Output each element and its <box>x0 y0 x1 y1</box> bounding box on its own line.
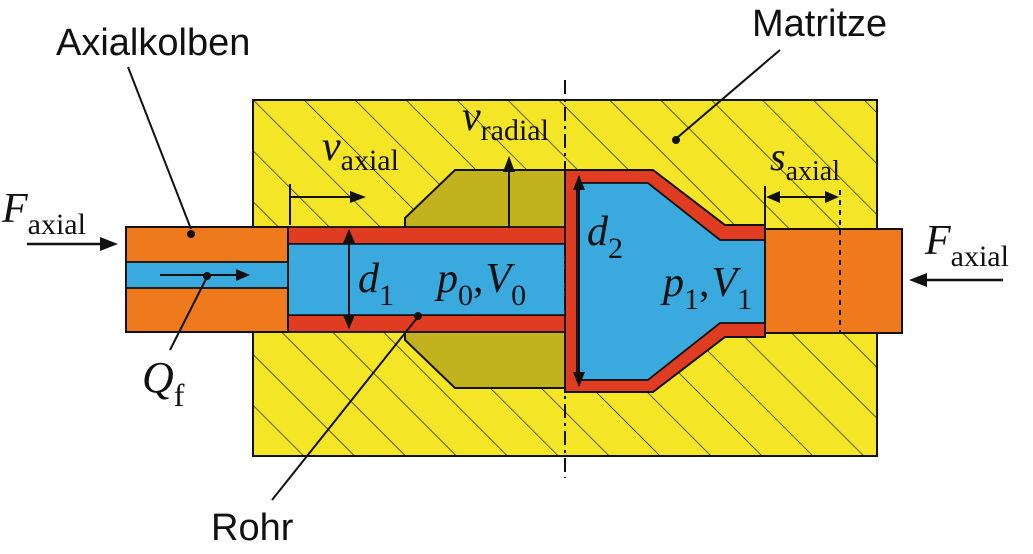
s-axial-symbol: saxial <box>770 134 840 187</box>
matritze-leader <box>677 49 781 138</box>
d2-arrowhead-bottom <box>573 372 585 387</box>
f-axial-left-symbol: Faxial <box>1 186 86 241</box>
rohr-leader-dot <box>414 312 422 320</box>
d1-arrowhead-bottom <box>343 315 355 329</box>
v-radial-arrowhead <box>503 156 515 172</box>
rohr-label: Rohr <box>211 507 294 549</box>
q-f-symbol: Qf <box>142 353 185 413</box>
v-radial-symbol: vradial <box>462 94 549 147</box>
p1-v1-symbol: p1,V1 <box>660 260 752 316</box>
matritze-leader-dot <box>672 136 680 144</box>
axialkolben-label: Axialkolben <box>56 22 250 64</box>
axialkolben-leader <box>127 66 192 230</box>
s-axial-arrowhead-right <box>825 191 839 203</box>
d2-symbol: d2 <box>587 209 623 265</box>
s-axial-arrowhead-left <box>766 191 780 203</box>
f-axial-right-arrowhead <box>909 273 927 287</box>
d2-arrowhead-top <box>573 175 585 190</box>
matritze-label: Matritze <box>752 3 887 45</box>
tube-wall-top-left <box>287 226 566 245</box>
v-axial-arrowhead <box>350 191 366 203</box>
qf-leader <box>169 278 207 351</box>
fluid-flow-arrowhead <box>236 269 250 281</box>
tube-wall-bottom-left <box>287 314 566 333</box>
d1-symbol: d1 <box>358 256 394 312</box>
d1-arrowhead-top <box>343 229 355 243</box>
fluid-left <box>287 243 566 316</box>
axial-piston-right <box>764 228 903 334</box>
f-axial-left-arrowhead <box>100 237 118 251</box>
rohr-leader <box>271 317 418 501</box>
f-axial-right-symbol: Faxial <box>924 218 1009 273</box>
p0-v0-symbol: p0,V0 <box>434 256 526 312</box>
axialkolben-leader-dot <box>187 230 195 238</box>
v-axial-symbol: vaxial <box>322 124 399 177</box>
qf-leader-dot <box>203 272 211 280</box>
